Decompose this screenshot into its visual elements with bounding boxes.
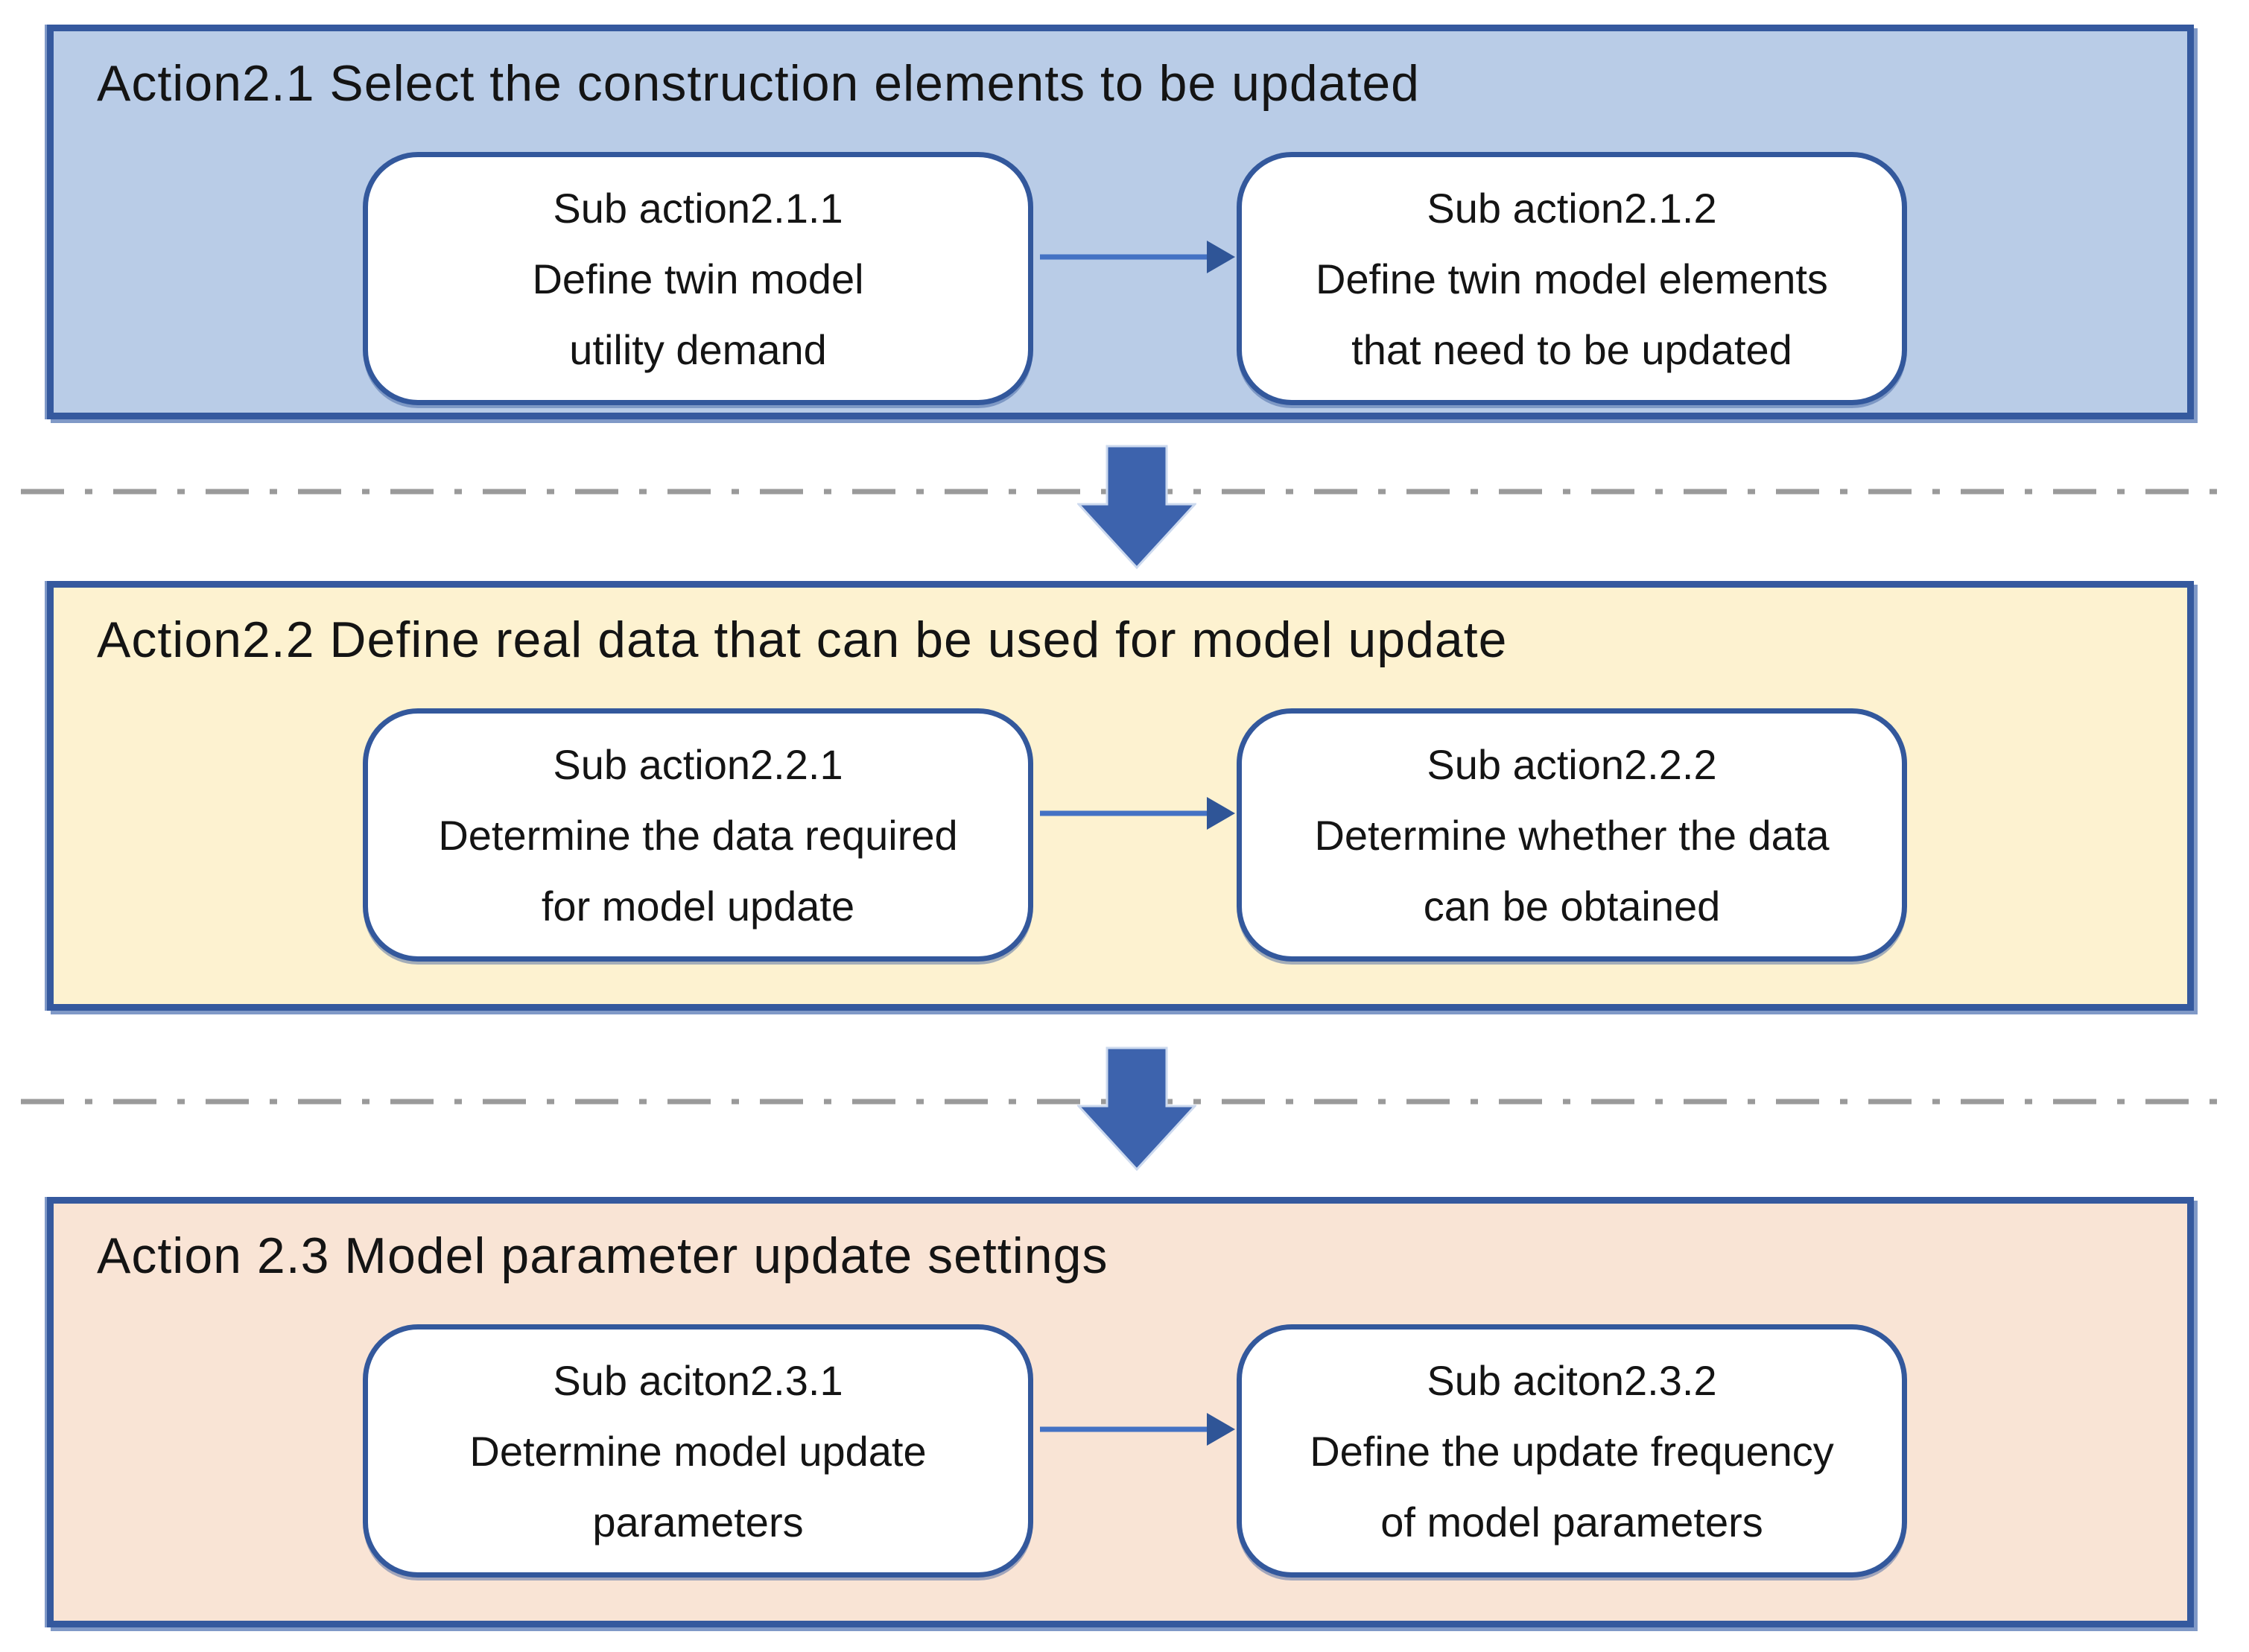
sub-action-2-1-2-box: Sub action2.1.2 Define twin model elemen… [1237, 152, 1907, 405]
down-arrow-icon [1077, 445, 1196, 570]
sub-action-title: Sub action2.2.1 [553, 740, 843, 788]
sub-action-text: Determine the data required [438, 811, 958, 859]
action-2-1-header: Action2.1 Select the construction elemen… [97, 55, 1420, 112]
action-2-1-section: Action2.1 Select the construction elemen… [47, 25, 2194, 419]
sub-action-2-2-2-box: Sub action2.2.2 Determine whether the da… [1237, 708, 1907, 962]
action-2-3-section: Action 2.3 Model parameter update settin… [47, 1197, 2194, 1627]
sub-action-text: for model update [541, 882, 855, 930]
sub-action-text: can be obtained [1423, 882, 1721, 930]
action-2-2-section: Action2.2 Define real data that can be u… [47, 581, 2194, 1011]
sub-action-text: Define the update frequency [1310, 1427, 1834, 1475]
right-arrow-icon [1040, 241, 1235, 273]
sub-action-title: Sub action2.1.1 [553, 184, 843, 232]
sub-action-text: utility demand [569, 325, 827, 373]
sub-action-text: parameters [592, 1498, 804, 1545]
sub-action-2-3-1-box: Sub aciton2.3.1 Determine model update p… [363, 1324, 1033, 1578]
sub-action-2-2-1-box: Sub action2.2.1 Determine the data requi… [363, 708, 1033, 962]
sub-action-text: Determine whether the data [1314, 811, 1830, 859]
sub-action-title: Sub action2.2.2 [1427, 740, 1717, 788]
action-2-3-header: Action 2.3 Model parameter update settin… [97, 1227, 1108, 1284]
right-arrow-icon [1040, 797, 1235, 830]
action-2-2-header: Action2.2 Define real data that can be u… [97, 611, 1508, 668]
sub-action-text: Define twin model [532, 255, 864, 302]
sub-action-text: Define twin model elements [1316, 255, 1828, 302]
sub-action-text: of model parameters [1380, 1498, 1763, 1545]
sub-action-text: that need to be updated [1351, 325, 1792, 373]
down-arrow-icon [1077, 1046, 1196, 1172]
sub-action-title: Sub action2.1.2 [1427, 184, 1717, 232]
sub-action-title: Sub aciton2.3.1 [553, 1356, 843, 1404]
sub-action-title: Sub aciton2.3.2 [1427, 1356, 1717, 1404]
sub-action-2-3-2-box: Sub aciton2.3.2 Define the update freque… [1237, 1324, 1907, 1578]
sub-action-2-1-1-box: Sub action2.1.1 Define twin model utilit… [363, 152, 1033, 405]
sub-action-text: Determine model update [469, 1427, 927, 1475]
right-arrow-icon [1040, 1413, 1235, 1446]
